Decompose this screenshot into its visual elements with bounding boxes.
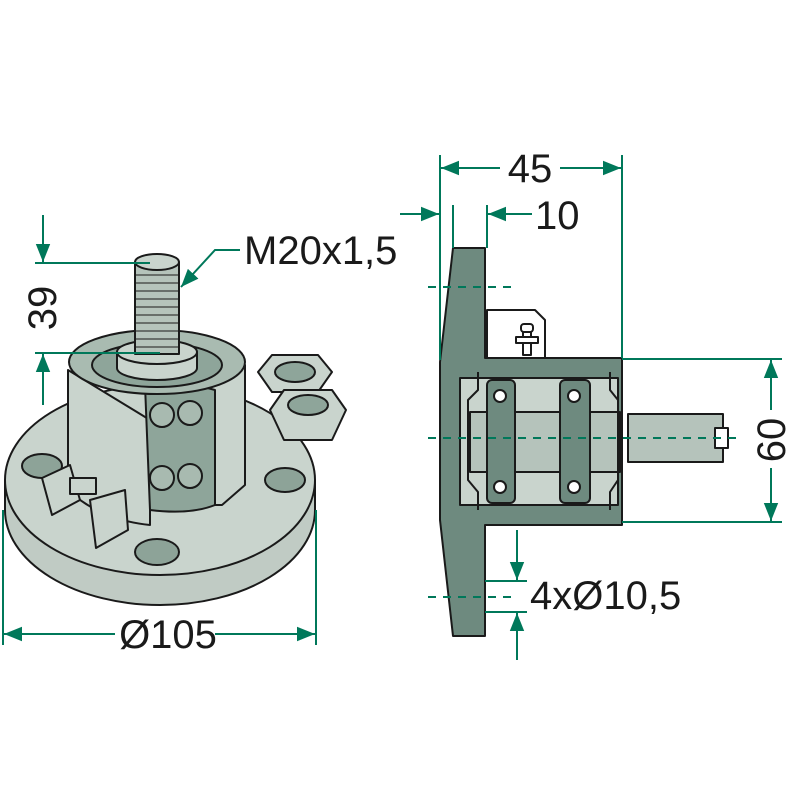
dimension-overall-length: 45 (439, 147, 623, 360)
thread-label: M20x1,5 (244, 229, 397, 273)
seal-left (467, 372, 479, 510)
bolt-hole (264, 467, 306, 493)
section-view (439, 247, 729, 637)
bearing-balls (149, 400, 203, 491)
dimension-thread: M20x1,5 (180, 229, 397, 288)
flange-thickness-label: 10 (535, 194, 580, 238)
seal-right (609, 372, 619, 510)
bearing-balls-section (493, 389, 581, 494)
bolt-holes-label: 4xØ10,5 (530, 574, 681, 618)
flange-diameter-label: Ø105 (119, 613, 217, 657)
overall-length-label: 45 (508, 147, 553, 191)
dimension-stud-length: 39 (21, 215, 160, 405)
grease-nipple-head (515, 336, 539, 344)
dimension-hub-diameter: 60 (622, 358, 794, 523)
stud-threads (135, 274, 179, 348)
grease-nipple (69, 477, 97, 495)
bearing-right (559, 379, 591, 504)
bolt-hole (134, 538, 180, 566)
dimension-flange-diameter: Ø105 (2, 510, 317, 657)
shaft-slot (714, 427, 729, 449)
hex-nut (257, 354, 333, 393)
threaded-stud (134, 261, 180, 355)
isometric-view (4, 253, 347, 606)
hub-diameter-label: 60 (750, 418, 794, 463)
bearing-left (486, 379, 516, 504)
stud-length-label: 39 (21, 286, 65, 331)
locking-clip (89, 489, 129, 549)
grease-bracket (486, 309, 546, 359)
grease-nipple-cap (520, 323, 534, 333)
dimension-bolt-holes: 4xØ10,5 (485, 530, 681, 660)
hex-nut (269, 389, 347, 441)
dimension-flange-thickness: 10 (400, 194, 580, 248)
